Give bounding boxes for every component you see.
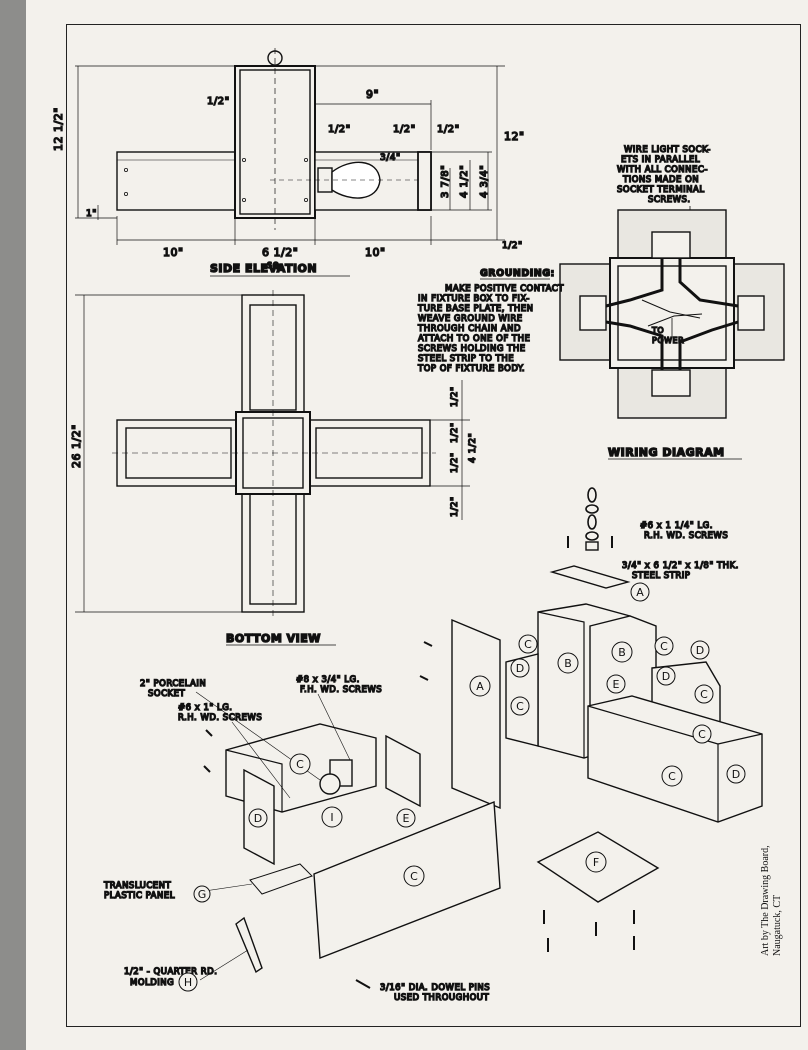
wiring-note-line: SOCKET TERMINAL bbox=[617, 185, 705, 195]
grounding-line: SCREWS HOLDING THE bbox=[418, 344, 526, 354]
part-label-b: B bbox=[564, 657, 572, 670]
part-label-h: H bbox=[184, 976, 192, 989]
part-label-d: D bbox=[732, 768, 740, 781]
part-label-d: D bbox=[662, 670, 670, 683]
dim-three-quarter: 3/4" bbox=[380, 153, 401, 163]
wiring-note-line: SCREWS. bbox=[648, 195, 691, 205]
wiring-note-line: ETS IN PARALLEL bbox=[621, 155, 700, 165]
dim-four-half: 4 1/2" bbox=[459, 165, 470, 198]
callout-fh-screws: #8 x 3/4" LG. bbox=[296, 675, 360, 685]
part-label-d: D bbox=[516, 662, 524, 675]
callout-dowel: 3/16" DIA. DOWEL PINS bbox=[380, 983, 490, 993]
to-power-label: POWER bbox=[652, 336, 684, 345]
dim-twelve: 12" bbox=[504, 130, 525, 143]
credit-line: Art by The Drawing Board, bbox=[760, 845, 771, 956]
part-label-a: A bbox=[476, 680, 484, 693]
part-label-c: C bbox=[698, 728, 706, 741]
to-power-label: TO bbox=[651, 326, 664, 335]
callout-molding: MOLDING bbox=[130, 978, 174, 988]
callout-fh-screws: F.H. WD. SCREWS bbox=[300, 685, 382, 695]
dim-nine: 9" bbox=[366, 88, 379, 101]
dim-half-b: 1/2" bbox=[393, 124, 416, 135]
dim-half-4: 1/2" bbox=[450, 496, 460, 517]
dim-four-half-bottom: 4 1/2" bbox=[468, 433, 478, 463]
grounding-line: STEEL STRIP TO THE bbox=[418, 354, 514, 364]
wiring-diagram: WIRE LIGHT SOCK- ETS IN PARALLEL WITH AL… bbox=[559, 144, 785, 460]
side-elevation: 12 1/2" 1/2" 9" 1/2" 1/2" 1/2" 12" 3/4" … bbox=[51, 48, 525, 277]
part-label-d: D bbox=[696, 644, 704, 657]
dim-half-a: 1/2" bbox=[328, 124, 351, 135]
dim-half-2: 1/2" bbox=[450, 422, 460, 443]
side-elevation-title: SIDE ELEVATION bbox=[210, 262, 317, 275]
callout-porcelain: 2" PORCELAIN bbox=[140, 679, 206, 689]
part-label-f: F bbox=[593, 856, 599, 869]
wiring-diagram-title: WIRING DIAGRAM bbox=[608, 446, 725, 459]
grounding-line: THROUGH CHAIN AND bbox=[417, 324, 521, 334]
callout-rh-screws: R.H. WD. SCREWS bbox=[178, 713, 262, 723]
dim-half-top: 1/2" bbox=[207, 96, 230, 107]
dim-six-half: 6 1/2" bbox=[262, 246, 298, 259]
wiring-note-line: TIONS MADE ON bbox=[622, 175, 699, 185]
dim-ten-left: 10" bbox=[163, 246, 184, 259]
part-label-c: C bbox=[524, 638, 532, 651]
part-label-b: B bbox=[618, 646, 626, 659]
exploded-view: #6 x 1 1/4" LG. R.H. WD. SCREWS 3/4" x 6… bbox=[102, 487, 763, 1004]
wiring-note-line: WIRE LIGHT SOCK- bbox=[624, 145, 711, 155]
callout-molding: 1/2" - QUARTER RD. bbox=[124, 967, 217, 977]
callout-steel-strip: STEEL STRIP bbox=[632, 571, 690, 581]
grounding-line: IN FIXTURE BOX TO FIX- bbox=[418, 294, 530, 304]
part-label-e: E bbox=[613, 678, 620, 691]
part-label-c: C bbox=[296, 758, 304, 771]
part-label-c: C bbox=[700, 688, 708, 701]
grounding-line: TOP OF FIXTURE BODY. bbox=[417, 364, 525, 374]
grounding-line: ATTACH TO ONE OF THE bbox=[418, 334, 530, 344]
grounding-line: MAKE POSITIVE CONTACT bbox=[445, 284, 564, 294]
dim-half-bottom: 1/2" bbox=[502, 241, 523, 251]
dim-half-3: 1/2" bbox=[450, 452, 460, 473]
part-label-c: C bbox=[660, 640, 668, 653]
part-label-c: C bbox=[410, 870, 418, 883]
callout-dowel: USED THROUGHOUT bbox=[394, 993, 490, 1003]
bottom-view: 26 1/2" 1/2" 1/2" 1/2" 4 1/2" 1/2" BOTTO… bbox=[69, 290, 479, 646]
part-label-e: E bbox=[403, 812, 410, 825]
grounding-line: TURE BASE PLATE, THEN bbox=[417, 304, 534, 314]
callout-steel-strip: 3/4" x 6 1/2" x 1/8" THK. bbox=[622, 561, 739, 571]
drawing-border bbox=[66, 24, 801, 1027]
dim-ten-right: 10" bbox=[365, 246, 386, 259]
dim-three-seven-eighths: 3 7/8" bbox=[440, 165, 451, 198]
dim-overall-height: 12 1/2" bbox=[52, 107, 65, 151]
dim-four-three-quarter: 4 3/4" bbox=[479, 165, 490, 198]
dim-half-c: 1/2" bbox=[437, 124, 460, 135]
part-label-d: D bbox=[254, 812, 262, 825]
dim-half-1: 1/2" bbox=[450, 386, 460, 407]
grounding-note: GROUNDING: MAKE POSITIVE CONTACT IN FIXT… bbox=[416, 267, 564, 374]
callout-panel: TRANSLUCENT bbox=[103, 881, 172, 891]
callout-rh-screws: #6 x 1" LG. bbox=[178, 703, 233, 713]
callout-panel: PLASTIC PANEL bbox=[104, 891, 175, 901]
part-label-c: C bbox=[516, 700, 524, 713]
part-label-g: G bbox=[198, 888, 207, 901]
art-credit: Art by The Drawing Board, Naugatuck, CT bbox=[760, 845, 784, 956]
grounding-title: GROUNDING: bbox=[480, 268, 555, 279]
dim-one: 1" bbox=[86, 209, 97, 219]
callout-screws-top: #6 x 1 1/4" LG. bbox=[640, 521, 713, 531]
part-label-c: C bbox=[668, 770, 676, 783]
bottom-view-title: BOTTOM VIEW bbox=[226, 632, 321, 645]
callout-porcelain: SOCKET bbox=[148, 689, 185, 699]
wiring-note-line: WITH ALL CONNEC- bbox=[617, 165, 708, 175]
callout-screws-top: R.H. WD. SCREWS bbox=[644, 531, 728, 541]
credit-line: Naugatuck, CT bbox=[772, 894, 783, 956]
dim-overall-bottom: 26 1/2" bbox=[70, 424, 83, 468]
grounding-line: WEAVE GROUND WIRE bbox=[418, 314, 523, 324]
dim-sq: SQ. bbox=[267, 261, 282, 270]
part-label-i: I bbox=[330, 811, 333, 824]
part-label-a: A bbox=[636, 586, 644, 599]
